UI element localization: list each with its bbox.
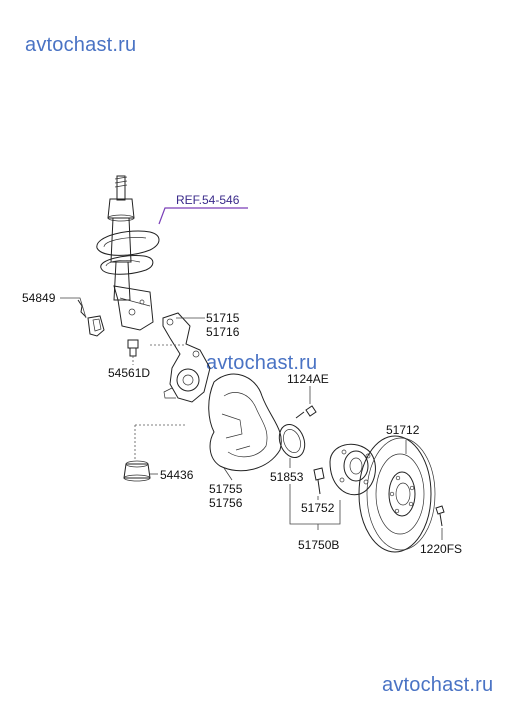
label-54849: 54849 (22, 291, 56, 305)
bushing-54436 (123, 460, 151, 482)
watermark-top: avtochast.ru (25, 34, 137, 56)
hub-bearing-51750B (329, 443, 376, 496)
label-51756: 51756 (209, 496, 243, 510)
label-1220FS: 1220FS (420, 542, 462, 556)
strut-bracket (113, 285, 154, 331)
leader-54849 (60, 297, 87, 319)
dust-shield (208, 373, 282, 472)
label-54561D: 54561D (108, 366, 150, 380)
clip-54849 (87, 315, 105, 337)
label-54436: 54436 (160, 468, 194, 482)
reference-label: REF.54-546 (176, 193, 240, 207)
watermark-bottom: avtochast.ru (382, 674, 494, 696)
leader-51750B (289, 484, 341, 525)
spring-seat (96, 230, 160, 256)
label-51715: 51715 (206, 311, 240, 325)
watermark-middle: avtochast.ru (206, 352, 318, 374)
bolt-51752 (313, 467, 325, 495)
screw-1124AE (295, 405, 317, 419)
label-51755: 51755 (209, 482, 243, 496)
label-1124AE: 1124AE (287, 372, 329, 386)
label-51750B: 51750B (298, 538, 339, 552)
steering-knuckle (162, 312, 211, 403)
strut-body (110, 217, 132, 263)
reference-leader (158, 207, 248, 225)
screw-1220FS (435, 505, 445, 527)
label-51853: 51853 (270, 470, 304, 484)
label-51716: 51716 (206, 325, 240, 339)
bolt-54561D (127, 339, 139, 357)
brake-disc-51712 (358, 435, 436, 553)
strut-rod (116, 175, 126, 201)
label-51712: 51712 (386, 423, 420, 437)
sensor-wire (77, 299, 87, 318)
label-51752: 51752 (301, 501, 335, 515)
seal-ring-51853 (278, 424, 306, 458)
strut-assembly (77, 175, 160, 331)
